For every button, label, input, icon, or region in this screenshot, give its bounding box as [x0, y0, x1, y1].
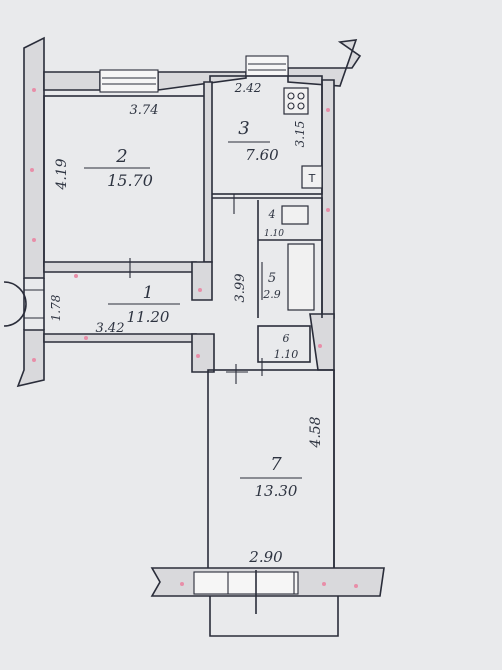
wall-hall-top: [43, 261, 197, 273]
window-room2: [99, 69, 159, 93]
room-3-height: 3.15: [293, 121, 307, 148]
room-4-area: 1.10: [264, 229, 284, 239]
room-3-width: 2.42: [234, 81, 262, 95]
room-5-number: 5: [268, 271, 276, 286]
window-room7: [193, 571, 299, 595]
room-2-height: 4.19: [54, 158, 70, 190]
room-1-area: 11.20: [127, 308, 170, 326]
toilet-box: [281, 205, 309, 225]
entrance-width: 1.78: [49, 294, 63, 321]
room-4-number: 4: [268, 208, 276, 221]
stove-burner-2: [297, 92, 305, 100]
wall-hall-pillar-bottom: [191, 333, 215, 373]
bathtub: [287, 243, 315, 311]
room-2-area: 15.70: [107, 171, 153, 190]
room-2-width: 3.74: [130, 103, 159, 118]
room-2-number: 2: [115, 146, 127, 167]
room-7-number: 7: [270, 454, 282, 475]
wall-hall-pillar-top: [191, 261, 213, 301]
wall-top: [43, 71, 101, 91]
wall-top-mid: [157, 71, 247, 91]
sink: [301, 165, 323, 189]
stove: [283, 87, 309, 115]
corridor-height: 3.99: [233, 274, 248, 303]
room-6-number: 6: [283, 332, 290, 345]
room-5-area: 2.9: [262, 288, 281, 301]
stove-burner-3: [287, 102, 295, 110]
room-3-area: 7.60: [245, 146, 279, 164]
window-room3: [245, 55, 289, 77]
entrance-door-arc: [3, 281, 27, 327]
room-7-area: 13.30: [255, 482, 298, 500]
room-3-number: 3: [238, 118, 249, 139]
room-7-height: 4.58: [308, 416, 324, 448]
sink-mark: T: [308, 172, 316, 185]
wall-top-right: [287, 39, 362, 87]
wall-right-lower: [309, 313, 335, 371]
room-6-area: 1.10: [274, 348, 299, 361]
bath-block-outline: [212, 197, 323, 318]
wall-left-lower: [16, 329, 45, 388]
hall-width: 3.42: [96, 321, 125, 336]
room-1-number: 1: [143, 283, 154, 303]
stove-burner-1: [287, 92, 295, 100]
room-7-width: 2.90: [248, 548, 283, 566]
balcony-outline: [209, 596, 339, 637]
pink-marks: [30, 88, 358, 588]
stove-burner-4: [297, 102, 305, 110]
wall-right-upper: [321, 79, 335, 319]
room-6-outline: [257, 325, 311, 363]
wall-partition-2-3: [203, 81, 213, 263]
